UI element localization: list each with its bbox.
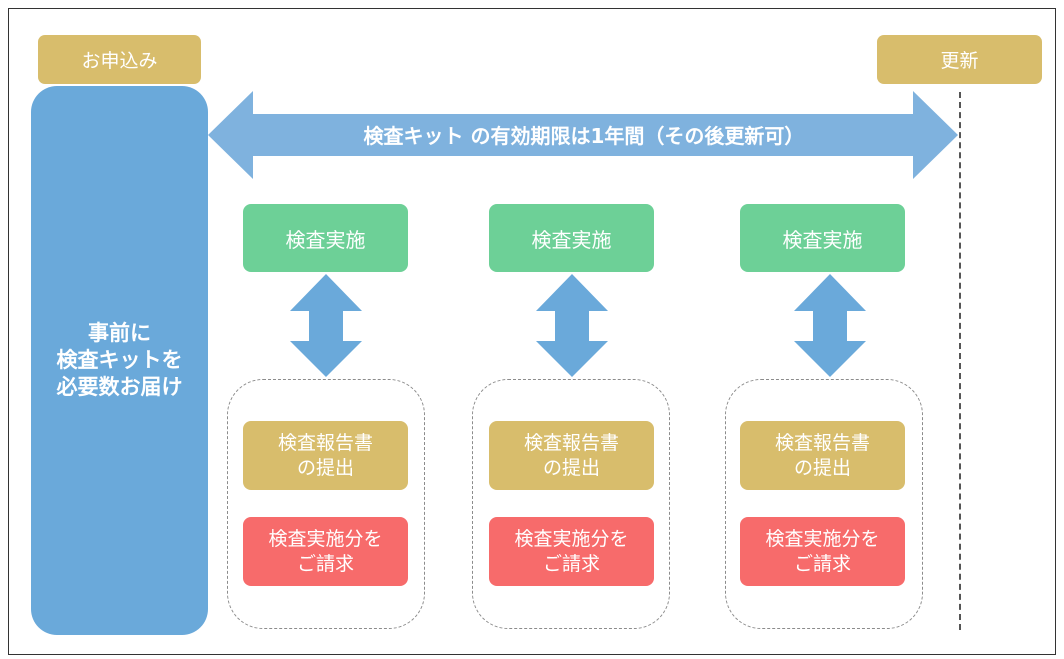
renewal-divider [959, 92, 961, 630]
exchange-arrow-3 [794, 274, 866, 377]
renew-label: 更新 [877, 35, 1042, 84]
diagram-frame [8, 8, 1056, 655]
exchange-arrow-2 [536, 274, 608, 377]
report-billing-group-1 [227, 379, 425, 629]
billing-line: ご請求 [793, 552, 851, 575]
billing-line: ご請求 [296, 552, 354, 575]
report-box-1: 検査報告書 の提出 [243, 421, 408, 490]
report-billing-group-3 [725, 379, 923, 629]
validity-period-arrow [208, 91, 958, 179]
billing-box-1: 検査実施分を ご請求 [243, 517, 408, 586]
validity-period-label: 検査キット の有効期限は1年間（その後更新可） [363, 123, 805, 148]
test-box-2: 検査実施 [489, 204, 654, 272]
report-line: 検査報告書 [523, 431, 619, 454]
report-line: 検査報告書 [277, 431, 373, 454]
pre-delivery-panel: 事前に 検査キットを 必要数お届け [31, 86, 208, 635]
sidebar-line: 事前に [88, 320, 151, 345]
sidebar-line: 必要数お届け [56, 375, 183, 400]
report-box-2: 検査報告書 の提出 [489, 421, 654, 490]
report-box-3: 検査報告書 の提出 [740, 421, 905, 490]
billing-box-2: 検査実施分を ご請求 [489, 517, 654, 586]
exchange-arrow-1 [290, 274, 362, 377]
report-line: 検査報告書 [774, 431, 870, 454]
test-box-1: 検査実施 [243, 204, 408, 272]
billing-box-3: 検査実施分を ご請求 [740, 517, 905, 586]
report-line: の提出 [296, 456, 354, 479]
billing-line: ご請求 [542, 552, 600, 575]
report-line: の提出 [542, 456, 600, 479]
billing-line: 検査実施分を [514, 527, 629, 550]
sidebar-line: 検査キットを [56, 347, 183, 372]
apply-label: お申込み [38, 35, 201, 84]
billing-line: 検査実施分を [268, 527, 383, 550]
billing-line: 検査実施分を [765, 527, 880, 550]
test-box-3: 検査実施 [740, 204, 905, 272]
report-billing-group-2 [472, 379, 670, 629]
report-line: の提出 [793, 456, 851, 479]
